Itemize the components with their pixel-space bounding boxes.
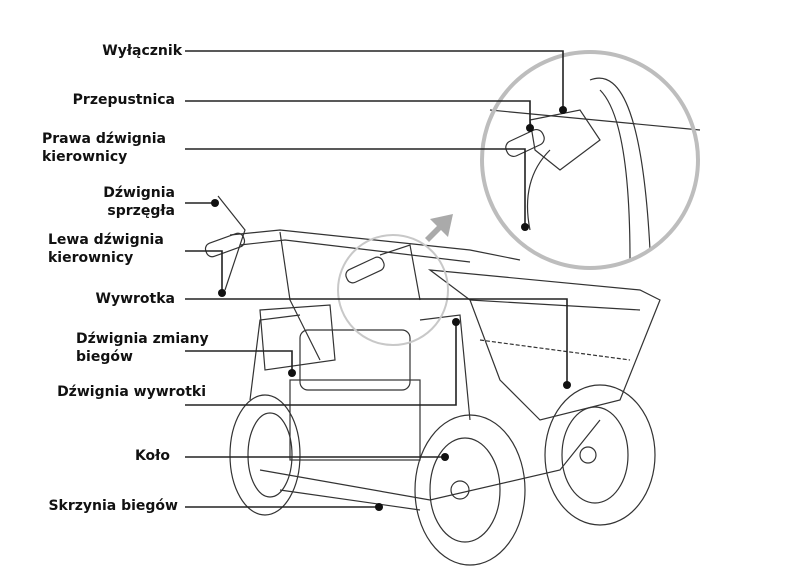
machine-outline <box>204 77 701 566</box>
label-dzwignia-wywrotki: Dźwignia wywrotki <box>57 384 206 400</box>
label-kolo: Koło <box>134 448 170 464</box>
leader-lines <box>185 50 568 508</box>
zoom-detail-circle <box>480 50 700 270</box>
zoom-source-circle <box>337 234 449 346</box>
zoom-arrow-icon <box>425 214 453 242</box>
label-dzwignia-sprzegla: Dźwignia sprzęgła <box>103 185 175 219</box>
label-przepustnica: Przepustnica <box>72 92 175 108</box>
leader-dots <box>211 106 571 511</box>
label-lewa-dzwignia-kierownicy: Lewa dźwignia kierownicy <box>48 232 164 266</box>
label-skrzynia-biegow: Skrzynia biegów <box>48 498 178 514</box>
label-dzwignia-zmiany-biegow: Dźwignia zmiany biegów <box>76 331 209 365</box>
label-wywrotka: Wywrotka <box>95 291 175 307</box>
label-prawa-dzwignia-kierownicy: Prawa dźwignia kierownicy <box>42 131 167 165</box>
label-wylacznik: Wyłącznik <box>102 43 182 59</box>
